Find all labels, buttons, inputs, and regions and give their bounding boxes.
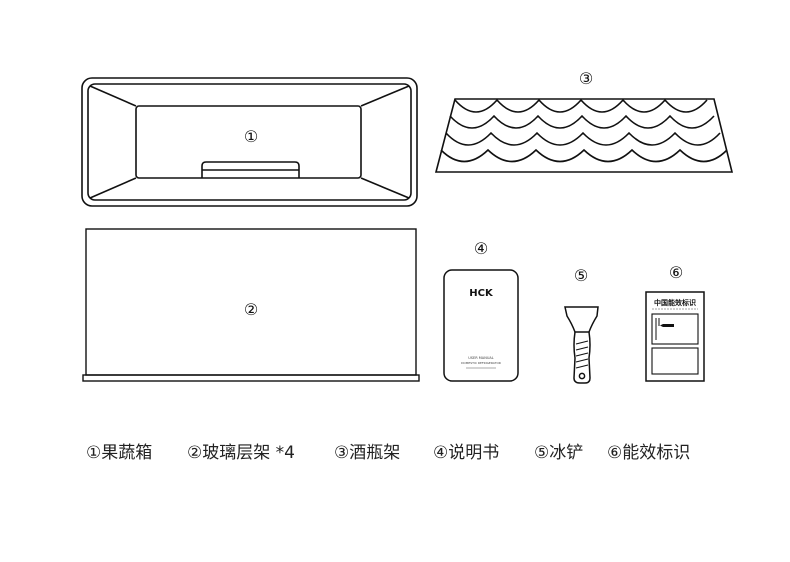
caption-item-2: ②玻璃层架 *4	[187, 443, 295, 463]
user-manual: HCK USER MANUAL DOMESTIC REFRIGERATOR	[443, 269, 519, 382]
marker-6: ⑥	[669, 263, 683, 282]
rating-arrow-icon	[660, 324, 674, 327]
ice-scraper	[564, 306, 599, 384]
manual-brand: HCK	[469, 288, 494, 299]
manual-subtitle: USER MANUAL	[468, 356, 494, 360]
caption-item-3: ③酒瓶架	[334, 443, 401, 463]
energy-label: 中国能效标识	[645, 291, 705, 382]
manual-line2: DOMESTIC REFRIGERATOR	[461, 361, 501, 365]
glass-shelf	[82, 228, 420, 382]
marker-1: ①	[244, 127, 258, 146]
wine-rack	[434, 98, 734, 173]
crisper-box	[81, 77, 418, 207]
caption-item-6: ⑥能效标识	[607, 443, 691, 463]
energy-label-title: 中国能效标识	[654, 298, 696, 307]
marker-2: ②	[244, 300, 258, 319]
caption-item-5: ⑤冰铲	[534, 443, 584, 463]
marker-5: ⑤	[574, 266, 588, 285]
caption-item-4: ④说明书	[433, 443, 500, 463]
marker-4: ④	[474, 239, 488, 258]
marker-3: ③	[579, 69, 593, 88]
legend-caption: ①果蔬箱 ②玻璃层架 *4 ③酒瓶架 ④说明书 ⑤冰铲 ⑥能效标识	[0, 438, 790, 466]
caption-item-1: ①果蔬箱	[86, 443, 153, 463]
